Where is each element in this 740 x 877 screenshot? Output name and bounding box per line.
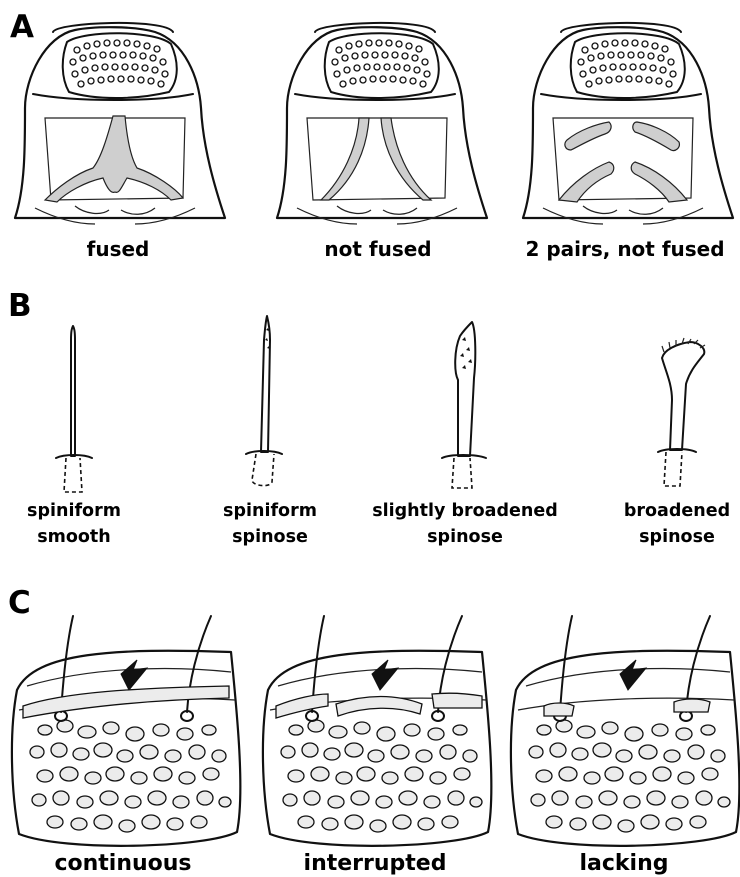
seta-spiniform-smooth (56, 326, 92, 492)
panel-letter-a: A (10, 9, 34, 45)
plate-continuous (12, 616, 240, 846)
seta-slightly-broadened-spinose (442, 322, 486, 488)
label-spiniform-smooth-1: spiniform (27, 501, 121, 521)
label-broadened-spinose-1: broadened (624, 501, 730, 521)
sclerite-fused (15, 23, 225, 224)
panel-letter-b: B (8, 288, 32, 324)
label-spiniform-smooth-2: smooth (37, 527, 111, 547)
label-spiniform-spinose-1: spiniform (223, 501, 317, 521)
panel-b: B spiniform smooth spiniform spinose sli… (8, 288, 730, 547)
lacking-spot-left (544, 703, 574, 716)
label-interrupted: interrupted (304, 851, 447, 876)
label-continuous: continuous (54, 851, 191, 876)
lacking-spot-right (674, 699, 710, 712)
panel-letter-c: C (8, 585, 31, 621)
label-spiniform-spinose-2: spinose (232, 527, 308, 547)
seta-spiniform-spinose (246, 316, 282, 486)
label-slightly-broadened-spinose-1: slightly broadened (372, 501, 558, 521)
seta-broadened-spinose (658, 338, 705, 486)
label-two-pairs-not-fused: 2 pairs, not fused (525, 237, 724, 261)
plate-interrupted (263, 616, 491, 846)
label-broadened-spinose-2: spinose (639, 527, 715, 547)
interrupted-band-right (432, 693, 482, 708)
panel-a: A fused not fused 2 pairs, not fused (10, 9, 733, 261)
sclerite-not-fused (277, 23, 487, 224)
sclerite-two-pairs (523, 23, 733, 224)
label-lacking: lacking (579, 851, 668, 876)
label-not-fused: not fused (324, 237, 431, 261)
plate-lacking (511, 616, 739, 846)
label-fused: fused (87, 237, 150, 261)
label-slightly-broadened-spinose-2: spinose (427, 527, 503, 547)
panel-c: C continuous interrupted lacking (8, 585, 739, 876)
